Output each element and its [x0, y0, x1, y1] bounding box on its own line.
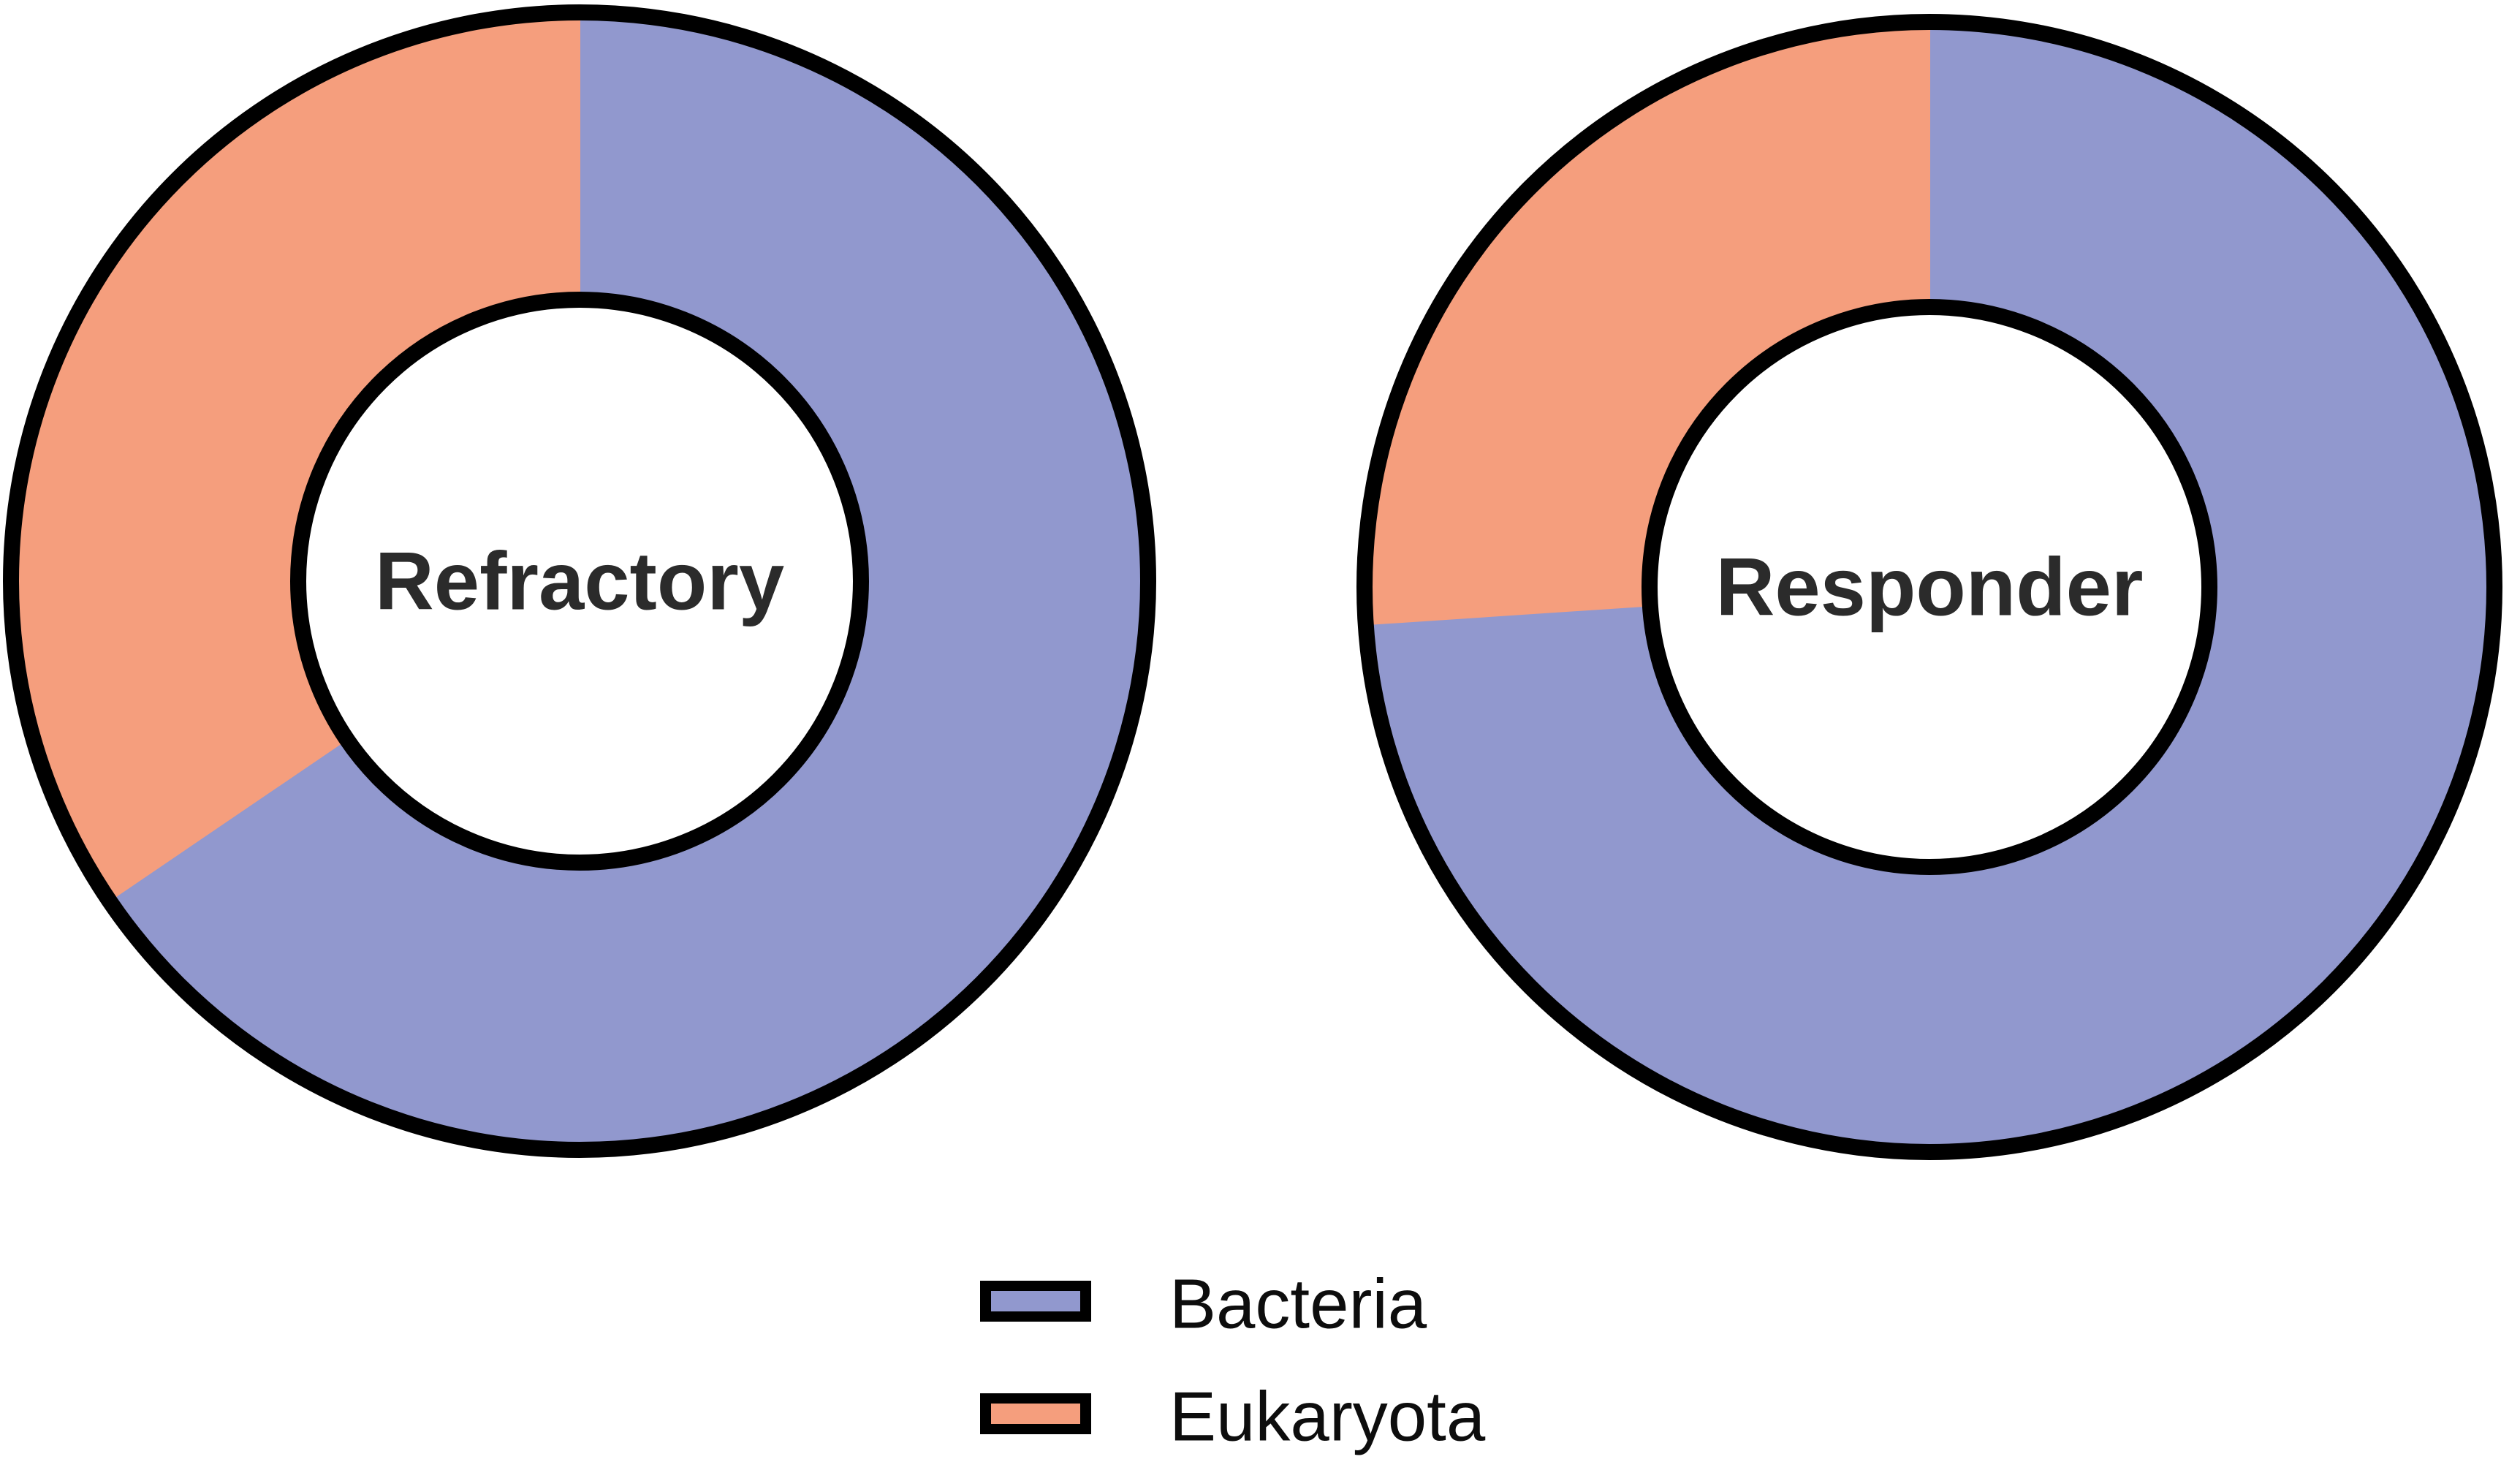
- legend-swatch-eukaryota: [991, 1404, 1080, 1424]
- legend-item-bacteria[interactable]: Bacteria: [980, 1265, 1427, 1344]
- donut-refractory-center-label: Refractory: [375, 536, 784, 627]
- donut-refractory-inner-hole: [290, 292, 869, 871]
- donut-responder-outer-ring: [1356, 14, 2502, 1160]
- donut-responder: Responder: [1356, 14, 2502, 1160]
- donut-responder-inner-hole: [1642, 299, 2217, 875]
- donut-refractory: Refractory: [3, 4, 1156, 1158]
- legend-swatch-bacteria: [991, 1291, 1080, 1311]
- donut-responder-center-label: Responder: [1716, 542, 2144, 633]
- legend-item-eukaryota[interactable]: Eukaryota: [980, 1378, 1486, 1456]
- donut-refractory-outer-ring: [3, 4, 1156, 1158]
- legend-label-bacteria: Bacteria: [1169, 1265, 1427, 1344]
- legend: Bacteria Eukaryota: [980, 1265, 1486, 1456]
- legend-label-eukaryota: Eukaryota: [1169, 1378, 1486, 1456]
